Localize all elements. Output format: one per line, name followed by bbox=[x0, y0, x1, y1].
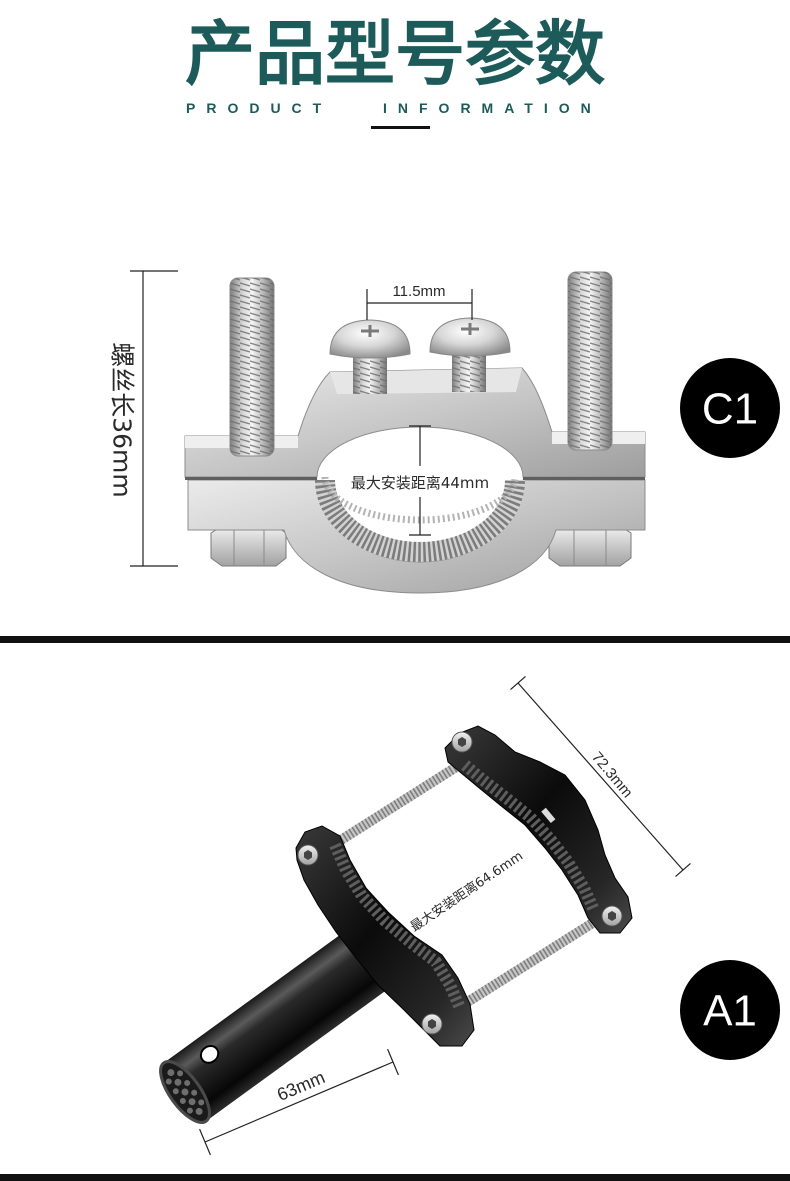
c1-max-distance-label: 最大安装距离44mm bbox=[351, 474, 489, 492]
end-cap-hole bbox=[167, 1069, 175, 1077]
c1-seam-right bbox=[523, 477, 645, 480]
a1-bolt-heads bbox=[297, 731, 623, 1035]
a1-top-rod bbox=[319, 752, 475, 857]
subtitle-product: PRODUCT bbox=[186, 100, 333, 116]
c1-model-badge bbox=[680, 358, 780, 458]
end-cap-hole bbox=[191, 1089, 198, 1096]
hex-socket-icon bbox=[304, 850, 312, 860]
a1-clamp-photo bbox=[159, 725, 633, 1124]
a1-max-distance-label: 最大安装距离64.6mm bbox=[407, 848, 526, 935]
c1-serrated-grip bbox=[315, 479, 525, 562]
section-divider bbox=[0, 636, 790, 643]
c1-right-screw bbox=[429, 317, 511, 392]
a1-tube-length-tick-right bbox=[387, 1048, 399, 1076]
a1-dimensions bbox=[199, 675, 691, 1156]
c1-left-bolt bbox=[229, 277, 275, 457]
phillips-cross-icon bbox=[461, 323, 479, 335]
a1-tube-length-line bbox=[204, 1061, 394, 1143]
a1-bottom-rod-body bbox=[455, 907, 613, 1013]
end-cap-hole bbox=[181, 1088, 189, 1096]
end-cap-hole bbox=[198, 1099, 205, 1106]
c1-upper-clamp bbox=[184, 367, 646, 478]
end-cap-hole bbox=[184, 1080, 191, 1087]
c1-dimensions bbox=[130, 270, 473, 567]
c1-upper-grip bbox=[321, 476, 519, 524]
end-cap-hole bbox=[177, 1070, 184, 1077]
c1-model-badge-label: C1 bbox=[702, 385, 758, 434]
bottom-divider bbox=[0, 1174, 790, 1181]
c1-left-screw-head bbox=[329, 319, 411, 359]
end-cap-hole bbox=[195, 1107, 203, 1115]
subtitle-information: INFORMATION bbox=[383, 100, 602, 116]
c1-left-nut bbox=[210, 525, 287, 567]
a1-model-badge-label: A1 bbox=[703, 987, 757, 1036]
a1-tube-length-label: 63mm bbox=[274, 1067, 328, 1105]
hex-socket-icon bbox=[458, 737, 466, 747]
a1-tube-length-tick-left bbox=[199, 1128, 211, 1156]
a1-honeycomb-holes bbox=[165, 1069, 205, 1115]
end-cap-hole bbox=[188, 1098, 196, 1106]
a1-model-badge bbox=[680, 960, 780, 1060]
hex-socket-icon bbox=[428, 1019, 436, 1029]
end-cap-hole bbox=[174, 1078, 182, 1086]
a1-width-tick-top bbox=[510, 675, 526, 691]
title-underline bbox=[371, 126, 430, 129]
c1-seam-left bbox=[185, 477, 317, 480]
a1-width-line bbox=[517, 682, 684, 871]
a1-width-tick-bottom bbox=[675, 862, 691, 878]
end-cap-hole bbox=[165, 1078, 172, 1085]
c1-left-nut-body bbox=[210, 525, 287, 567]
c1-left-bolt-thread bbox=[230, 278, 274, 456]
a1-bracket-notch bbox=[541, 807, 556, 824]
a1-upper-serrated-grip bbox=[461, 760, 600, 913]
a1-tube bbox=[159, 926, 394, 1124]
end-cap-hole bbox=[179, 1097, 186, 1104]
page-title: 产品型号参数 bbox=[185, 13, 605, 95]
c1-right-nut-body bbox=[548, 525, 632, 567]
a1-lower-bracket bbox=[295, 825, 475, 1047]
c1-screw-length-label: 螺丝长36mm bbox=[108, 342, 137, 498]
hex-socket-icon bbox=[608, 911, 616, 921]
end-cap-hole bbox=[172, 1088, 179, 1095]
a1-tube-body bbox=[163, 926, 394, 1122]
a1-width-label: 72.3mm bbox=[588, 749, 636, 801]
phillips-cross-icon bbox=[361, 325, 379, 337]
c1-right-screw-head bbox=[429, 317, 511, 357]
c1-right-bolt bbox=[567, 271, 613, 451]
c1-left-screw bbox=[329, 319, 411, 394]
a1-tube-side-hole bbox=[199, 1045, 220, 1064]
c1-screw-spacing-label: 11.5mm bbox=[392, 283, 445, 300]
a1-top-rod-thread bbox=[319, 752, 475, 857]
c1-right-bolt-thread bbox=[568, 272, 612, 450]
c1-clamp-photo bbox=[184, 271, 646, 594]
a1-lower-serrated-grip bbox=[329, 842, 466, 1011]
c1-right-nut bbox=[548, 525, 632, 567]
end-cap-hole bbox=[186, 1107, 193, 1114]
a1-bottom-rod bbox=[455, 907, 613, 1013]
